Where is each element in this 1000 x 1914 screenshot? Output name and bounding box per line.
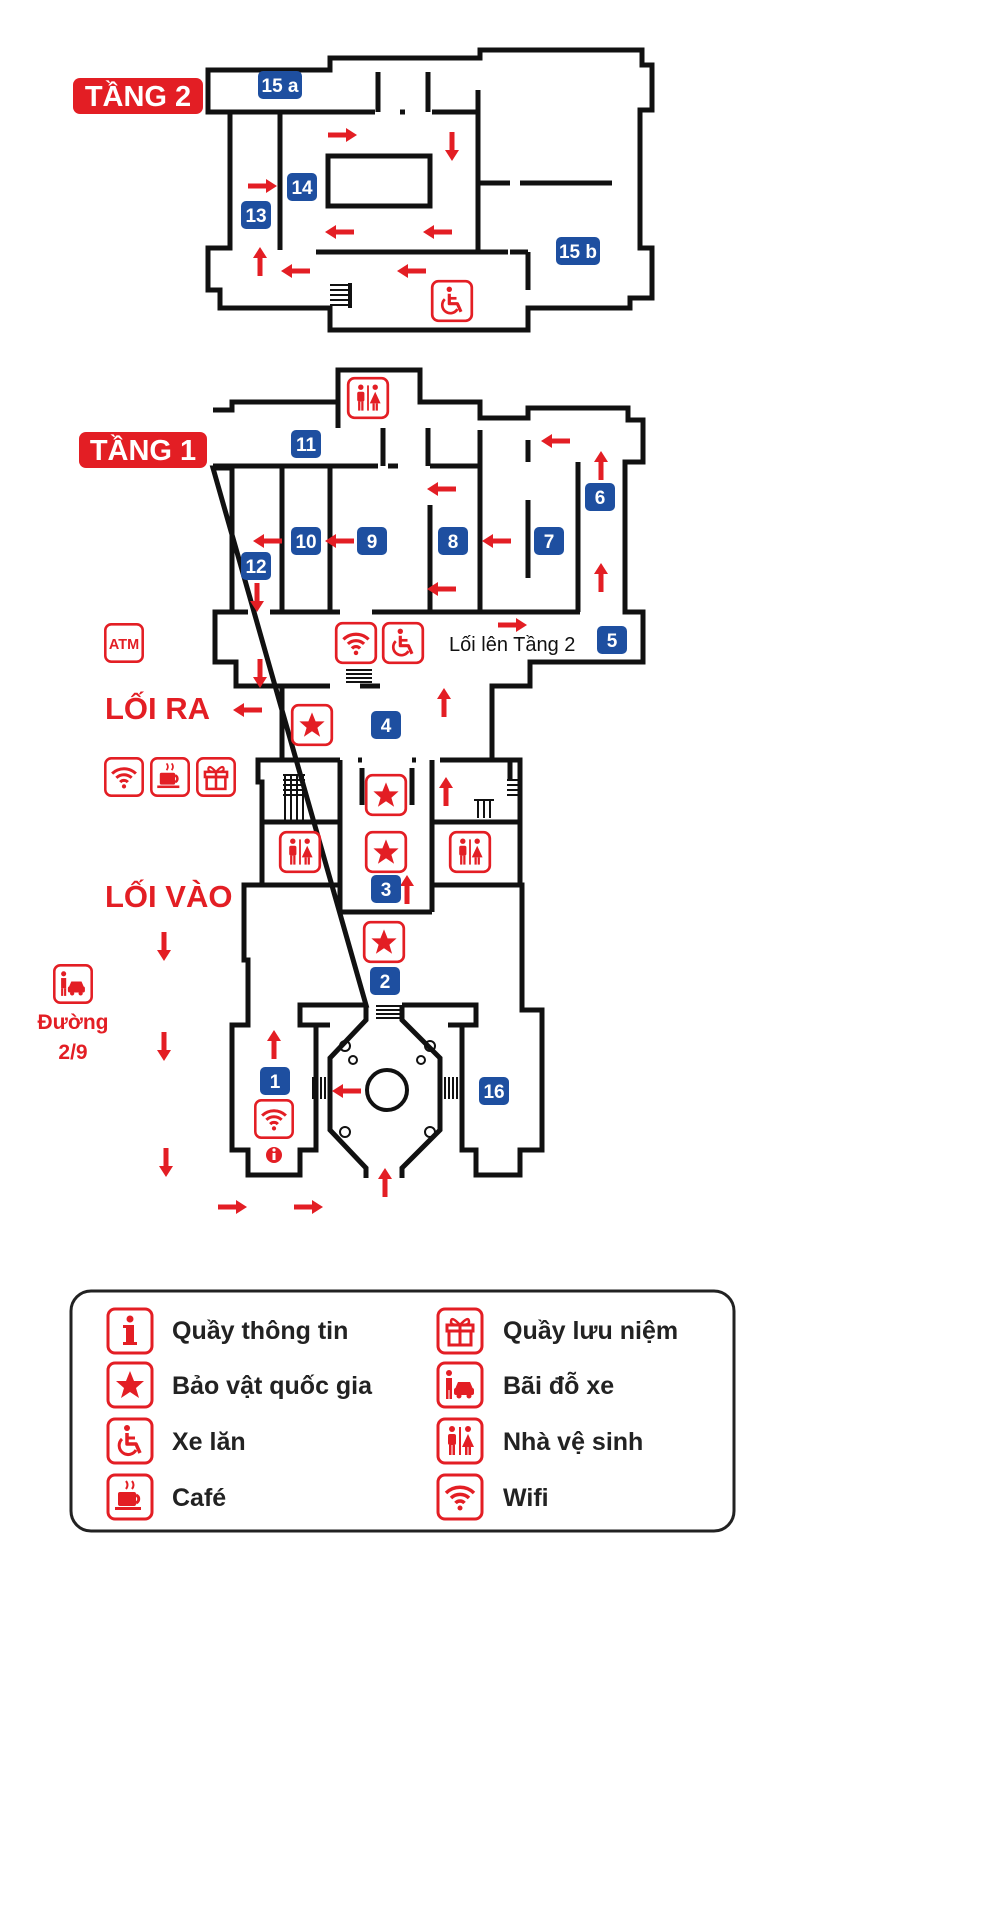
room-2-label: 2 (380, 972, 391, 993)
floor1-title: TẦNG 1 (90, 433, 196, 467)
parking-icon (54, 965, 91, 1002)
toilet-icon (280, 832, 320, 872)
treasure-star-icon (366, 775, 406, 815)
atm-label: ATM (109, 637, 139, 653)
room-11-label: 11 (296, 435, 317, 456)
floor2-title-badge: TẦNG 2 (73, 78, 203, 114)
treasure-star-icon (292, 705, 332, 745)
info-small-icon (266, 1147, 282, 1163)
room-2-marker[interactable]: 2 (370, 967, 400, 995)
legend-frame (69, 1289, 736, 1533)
street-label-line2: 2/9 (58, 1041, 87, 1064)
toilet-icon (450, 832, 490, 872)
room-11-marker[interactable]: 11 (291, 430, 321, 458)
wheelchair-icon (108, 1419, 152, 1463)
legend-souvenir-label: Quầy lưu niệm (503, 1317, 678, 1345)
wifi-icon (336, 623, 376, 663)
toilet-icon (438, 1419, 482, 1463)
hall-columns (339, 1040, 436, 1138)
room-4-label: 4 (381, 716, 392, 737)
legend-wheelchair-label: Xe lăn (172, 1428, 246, 1456)
room-7-marker[interactable]: 7 (534, 527, 564, 555)
room-5-marker[interactable]: 5 (597, 626, 627, 654)
room-16-marker[interactable]: 16 (479, 1077, 509, 1105)
legend-cafe-label: Café (172, 1484, 226, 1512)
floor2-plan (205, 47, 655, 333)
room-12-label: 12 (245, 557, 266, 578)
parking-icon (438, 1363, 482, 1407)
room-5-label: 5 (607, 631, 618, 652)
room-1-marker[interactable]: 1 (260, 1067, 290, 1095)
room-8-label: 8 (448, 532, 459, 553)
treasure-star-icon (364, 922, 404, 962)
room-10-marker[interactable]: 10 (291, 527, 321, 555)
room-15a-marker[interactable]: 15 a (258, 71, 302, 99)
treasure-star-icon (366, 832, 406, 872)
info-icon (108, 1309, 152, 1353)
floor1-stairs (283, 669, 521, 1099)
treasure-star-icon (108, 1363, 152, 1407)
wifi-icon (255, 1100, 292, 1137)
legend: Quầy thông tin Bảo vật quốc gia Xe lăn C… (69, 1289, 736, 1533)
floor1-plan (209, 367, 646, 1178)
room-6-marker[interactable]: 6 (585, 483, 615, 511)
floor2-title: TẦNG 2 (85, 79, 191, 113)
room-15b-marker[interactable]: 15 b (556, 237, 600, 265)
room-16-label: 16 (483, 1082, 504, 1103)
stairs-up-label: Lối lên Tầng 2 (449, 634, 575, 656)
legend-wifi-label: Wifi (503, 1484, 549, 1512)
legend-treasure-label: Bảo vật quốc gia (172, 1372, 373, 1400)
legend-info-label: Quầy thông tin (172, 1317, 348, 1345)
room-9-label: 9 (367, 532, 378, 553)
legend-parking-label: Bãi đỗ xe (503, 1370, 614, 1400)
room-3-label: 3 (381, 880, 392, 901)
room-7-label: 7 (544, 532, 555, 553)
exit-label: LỐI RA (105, 690, 210, 726)
legend-toilet-label: Nhà vệ sinh (503, 1428, 643, 1456)
room-15b-label: 15 b (559, 242, 597, 263)
room-14-marker[interactable]: 14 (287, 173, 317, 201)
floor2-stairs (330, 283, 352, 308)
room-13-label: 13 (245, 206, 266, 227)
cafe-icon (108, 1475, 152, 1519)
room-3-marker[interactable]: 3 (371, 875, 401, 903)
room-4-marker[interactable]: 4 (371, 711, 401, 739)
gift-icon (197, 758, 234, 795)
floor1-title-badge: TẦNG 1 (79, 432, 207, 468)
wheelchair-icon (383, 623, 423, 663)
room-10-label: 10 (295, 532, 316, 553)
room-12-marker[interactable]: 12 (241, 552, 271, 580)
street-label-line1: Đường (38, 1011, 109, 1034)
room-14-label: 14 (291, 178, 313, 199)
room-9-marker[interactable]: 9 (357, 527, 387, 555)
room-1-label: 1 (270, 1072, 281, 1093)
room-13-marker[interactable]: 13 (241, 201, 271, 229)
entrance-label: LỐI VÀO (105, 878, 232, 914)
room-15a-label: 15 a (262, 76, 299, 97)
toilet-icon (348, 378, 388, 418)
room-8-marker[interactable]: 8 (438, 527, 468, 555)
floor2-wheelchair-icon (432, 281, 472, 321)
gift-icon (438, 1309, 482, 1353)
wifi-icon (438, 1475, 482, 1519)
atm-icon: ATM (104, 623, 144, 663)
room-6-label: 6 (595, 488, 606, 509)
cafe-icon (151, 758, 188, 795)
wifi-icon (105, 758, 142, 795)
